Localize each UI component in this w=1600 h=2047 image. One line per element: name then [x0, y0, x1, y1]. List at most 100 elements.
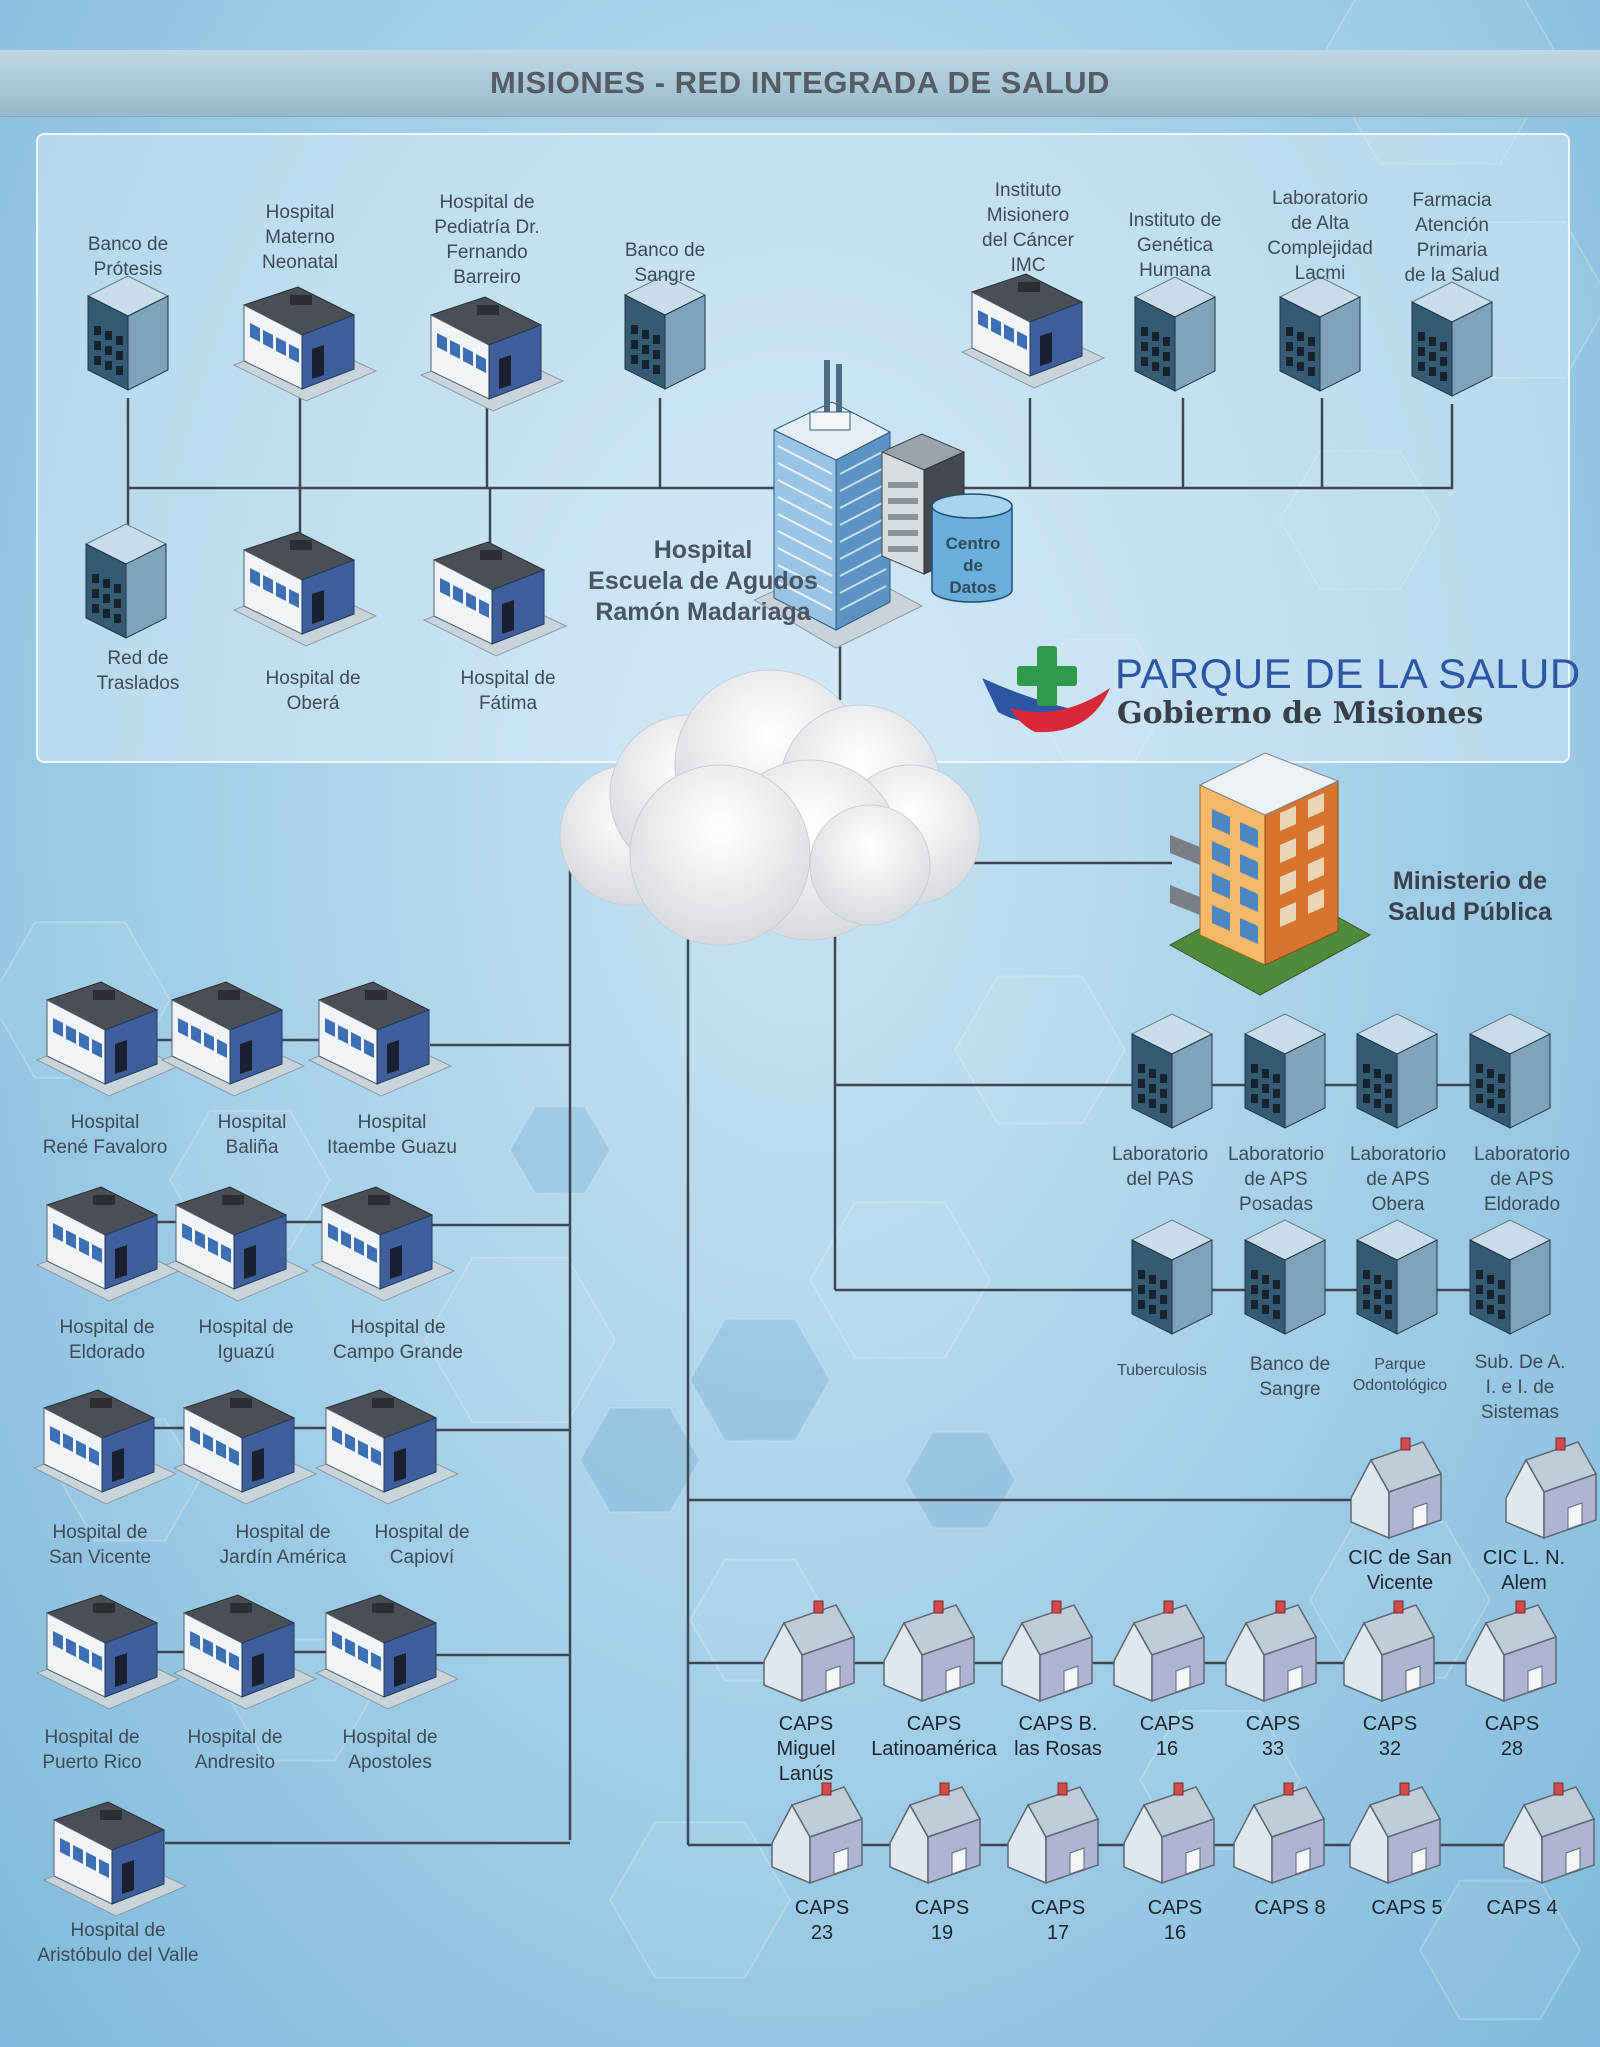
- office-building-icon: [1243, 1013, 1327, 1129]
- label-line: Genética: [1136, 235, 1214, 256]
- hospital-tower-icon: [752, 360, 924, 649]
- label-line: Instituto de: [1128, 210, 1222, 231]
- label-line: Fátima: [478, 693, 538, 714]
- label-line: Sub. De A.: [1474, 1352, 1566, 1373]
- caps-label: CAPS 5: [1371, 1896, 1442, 1921]
- lab-label: Sub. De A. I. e I. de Sistemas: [1475, 1350, 1566, 1425]
- label-line: Hospital de: [460, 668, 556, 689]
- label-line: Lanús: [778, 1763, 834, 1785]
- office-building-icon: [1243, 1219, 1327, 1335]
- label-line: de APS: [1366, 1169, 1430, 1190]
- label-line: Prótesis: [93, 259, 163, 280]
- hospital-building-icon: [307, 981, 453, 1097]
- label-line: CAPS 5: [1371, 1897, 1443, 1919]
- caps-label: CAPS B.las Rosas: [1014, 1712, 1102, 1762]
- logo-subtitle: Gobierno de Misiones: [1117, 696, 1484, 731]
- label-line: Humana: [1139, 260, 1211, 281]
- hospital-building-icon: [960, 273, 1106, 389]
- label-line: Vicente: [1366, 1572, 1434, 1594]
- label-line: Neonatal: [261, 252, 339, 273]
- label-line: 28: [1500, 1738, 1524, 1760]
- label-line: I. e I. de: [1485, 1377, 1555, 1398]
- label-line: Andresito: [194, 1752, 276, 1773]
- label-line: Sistemas: [1480, 1402, 1560, 1423]
- label-line: Miguel: [776, 1738, 836, 1760]
- house-icon: [1225, 1600, 1318, 1703]
- hospital-building-icon: [314, 1594, 460, 1710]
- house-icon: [1123, 1782, 1216, 1885]
- hospital-building-icon: [32, 1389, 178, 1505]
- label-line: Obera: [1371, 1194, 1425, 1215]
- office-building-icon: [1355, 1219, 1439, 1335]
- office-building-icon: [1355, 1013, 1439, 1129]
- label-line: Hospital de: [198, 1317, 294, 1338]
- hospital-building-icon: [172, 1594, 318, 1710]
- label-line: Sangre: [1259, 1379, 1321, 1400]
- label-line: Laboratorio: [1111, 1144, 1209, 1165]
- top-node-label: Hospital de Fátima: [460, 666, 555, 716]
- house-icon: [771, 1782, 864, 1885]
- label-line: Hospital: [357, 1112, 427, 1133]
- house-icon: [889, 1782, 982, 1885]
- lab-label: Banco de Sangre: [1250, 1352, 1330, 1402]
- label-line: de APS: [1244, 1169, 1308, 1190]
- label-line: CAPS: [1245, 1713, 1301, 1735]
- caps-label: CAPS Latinoamérica: [871, 1712, 997, 1762]
- label-line: Hospital de: [439, 192, 535, 213]
- label-line: Banco de: [1249, 1354, 1331, 1375]
- hospital-building-icon: [314, 1389, 460, 1505]
- label-line: Hospital de: [342, 1727, 438, 1748]
- house-icon: [1001, 1600, 1094, 1703]
- hospital-building-icon: [232, 286, 378, 402]
- label-line: CAPS: [1362, 1713, 1418, 1735]
- label-line: 16: [1163, 1922, 1187, 1944]
- label-line: Campo Grande: [333, 1342, 463, 1363]
- label-line: de Alta: [1290, 213, 1350, 234]
- label-line: Banco de: [624, 240, 706, 261]
- label-line: del Cáncer: [982, 230, 1074, 251]
- office-building-icon: [1130, 1013, 1214, 1129]
- label-line: las Rosas: [1014, 1738, 1102, 1760]
- cloud-icon: [559, 669, 981, 946]
- label-line: Odontológico: [1352, 1377, 1448, 1394]
- hospital-label: Hospital de San Vicente: [49, 1520, 151, 1570]
- house-icon: [1505, 1437, 1598, 1540]
- hospital-building-icon: [232, 531, 378, 647]
- title-bar: MISIONES - RED INTEGRADA DE SALUD: [0, 50, 1600, 117]
- database-label-line: Centro: [945, 534, 1001, 553]
- house-icon: [883, 1600, 976, 1703]
- label-line: Complejidad: [1267, 238, 1373, 259]
- label-line: René Favaloro: [42, 1137, 168, 1158]
- label-line: CIC de San: [1348, 1547, 1452, 1569]
- label-line: Baliña: [225, 1137, 279, 1158]
- label-line: Aristóbulo del Valle: [37, 1945, 199, 1966]
- hospital-building-icon: [310, 1186, 456, 1302]
- label-line: CAPS: [794, 1897, 850, 1919]
- label-line: Hospital: [265, 202, 335, 223]
- house-icon: [1349, 1782, 1442, 1885]
- office-building-icon: [623, 274, 707, 390]
- page-title: MISIONES - RED INTEGRADA DE SALUD: [490, 65, 1110, 100]
- label-line: Hospital de: [52, 1522, 148, 1543]
- label-line: IMC: [1010, 255, 1046, 276]
- label-line: 33: [1261, 1738, 1285, 1760]
- office-building-icon: [1278, 276, 1362, 392]
- label-line: Hospital de: [70, 1920, 166, 1941]
- label-line: CAPS: [906, 1713, 962, 1735]
- label-line: Latinoamérica: [871, 1738, 997, 1760]
- label-line: de APS: [1490, 1169, 1554, 1190]
- hospital-building-icon: [164, 1186, 310, 1302]
- database-label-line: Datos: [949, 578, 997, 597]
- label-line: San Vicente: [48, 1547, 152, 1568]
- hospital-building-icon: [419, 296, 565, 412]
